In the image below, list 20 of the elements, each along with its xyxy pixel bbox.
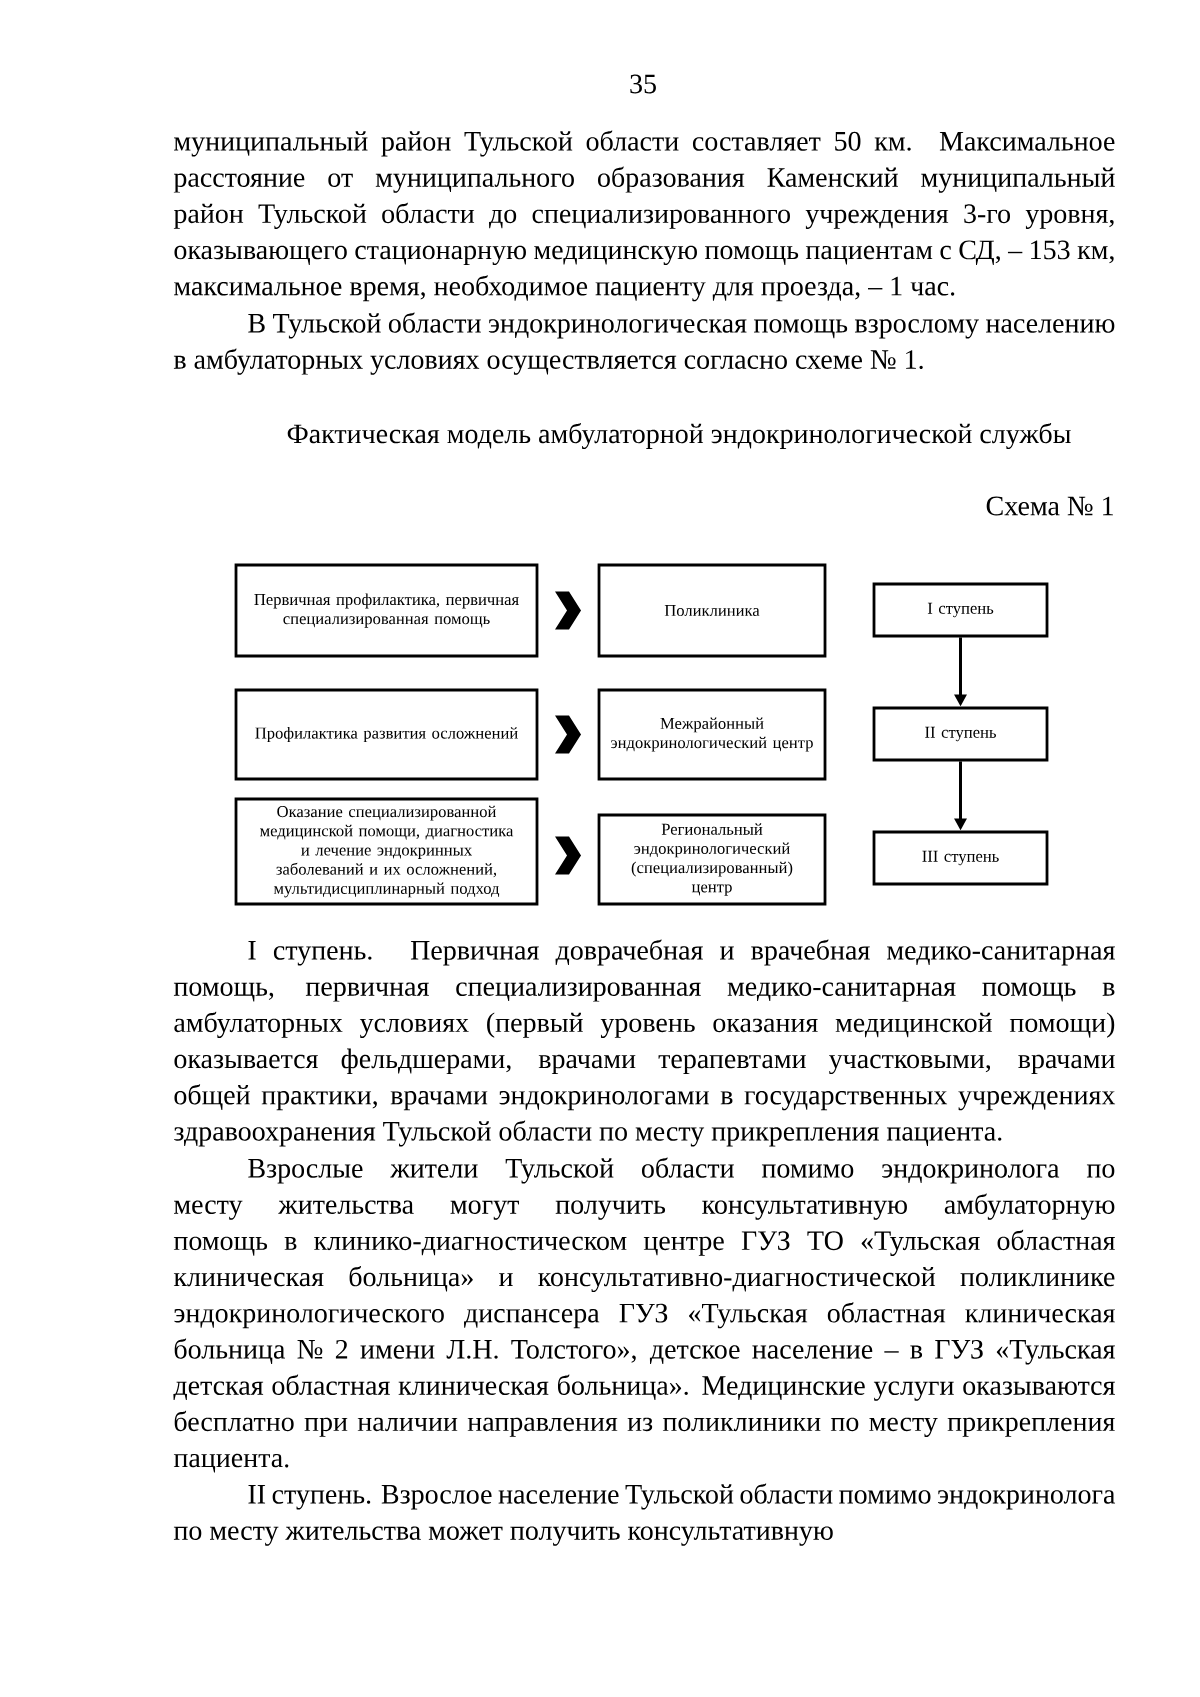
diagram-title: Фактическая модель амбулаторной эндокринологической службы [287, 422, 1071, 450]
process-box: Межрайонный эндокринологический центр [597, 688, 827, 781]
paragraph: муниципальный район Тульской области составляет 50 км. Максимальное расстояние от муниципального образования Каменский муниципальный район Тульской области до специализированного учреждения 3-го уровня, оказывающего стационарную медицинскую помощь пациентам с СД, – 153 км, максимальное время, необходимое пациенту для проезда, – 1 час. [173, 130, 1115, 302]
step-box: I ступень [872, 582, 1049, 638]
paragraph: II ступень. Взрослое население Тульской области помимо эндокринолога по месту жительства может получить консультативную [173, 1483, 1116, 1546]
chevron-arrow [555, 715, 581, 754]
paragraph: В Тульской области эндокринологическая помощь взрослому населению в амбулаторных условиях осуществляется согласно схеме № 1. [173, 312, 1115, 375]
process-box: Поликлиника [597, 563, 827, 658]
page-number: 35 [630, 74, 656, 94]
step-box: II ступень [872, 706, 1049, 762]
scheme-number: Схема № 1 [986, 496, 1113, 516]
process-box: Первичная профилактика, первичная специализированная помощь [234, 563, 539, 658]
process-box: Региональный эндокринологический (специализированный) центр [597, 813, 827, 906]
paragraph: I ступень. Первичная доврачебная и врачебная медико-санитарная помощь, первичная специализированная медико-санитарная помощь в амбулаторных условиях (первый уровень оказания медицинской помощи) оказывается фельдшерами, врачами терапевтами участковыми, врачами общей практики, врачами эндокринологами в государственных учреждениях здравоохранения Тульской области по месту прикрепления пациента. [173, 939, 1116, 1147]
chevron-arrow [555, 591, 581, 630]
paragraph: Взрослые жители Тульской области помимо эндокринолога по месту жительства могут получить консультативную амбулаторную помощь в клинико-диагностическом центре ГУЗ ТО «Тульская областная клиническая больница» и консультативно-диагностической поликлинике эндокринологического диспансера ГУЗ «Тульская областная клиническая больница № 2 имени Л.Н. Толстого», детское население – в ГУЗ «Тульская детская областная клиническая больница». Медицинские услуги оказываются бесплатно при наличии направления из поликлиники по месту прикрепления пациента. [173, 1157, 1115, 1473]
process-box: Оказание специализированной медицинской помощи, диагностика и лечение эндокринных заболеваний и их осложнений, мультидисциплинарный подход [234, 797, 539, 906]
process-box: Профилактика развития осложнений [234, 688, 539, 781]
step-box: III ступень [872, 830, 1049, 886]
chevron-arrow [555, 836, 581, 875]
